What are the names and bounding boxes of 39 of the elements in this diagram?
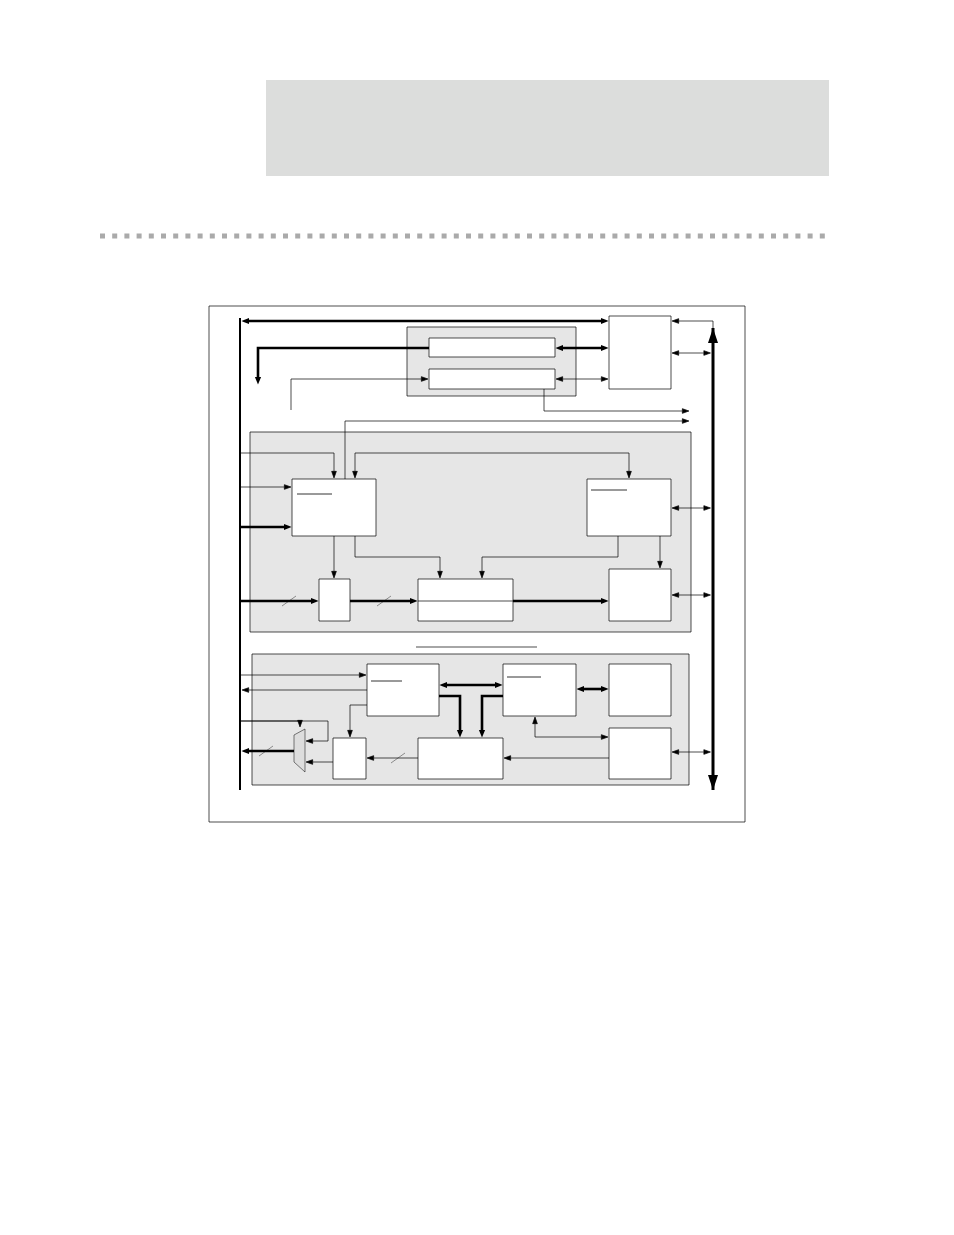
block-box [586, 478, 672, 537]
arrow [354, 535, 443, 579]
block-box [428, 337, 556, 358]
arrow [555, 376, 609, 382]
arrow [543, 388, 690, 414]
multiplexer [293, 728, 306, 773]
block-box [332, 737, 367, 780]
block-box [417, 737, 504, 780]
arrow [331, 535, 337, 579]
arrow [671, 505, 711, 511]
arrow [240, 719, 303, 728]
arrow [671, 592, 711, 598]
arrow [532, 716, 609, 740]
arrow [305, 759, 334, 765]
block-box [608, 315, 672, 390]
arrow [503, 755, 610, 761]
block-box [318, 578, 351, 622]
block-box [608, 727, 672, 780]
block-box [428, 368, 556, 390]
block-box [291, 478, 377, 537]
arrow [290, 376, 429, 411]
block-box [502, 663, 577, 717]
arrow [241, 687, 368, 693]
arrow [479, 535, 619, 579]
arrow [240, 484, 292, 490]
arrow [671, 350, 711, 356]
block-box [608, 663, 672, 717]
arrow [366, 755, 419, 761]
arrow [240, 672, 367, 678]
arrow [240, 452, 337, 479]
block-box [417, 578, 514, 622]
arrow [657, 535, 663, 569]
arrow [352, 452, 632, 479]
arrow [671, 318, 714, 329]
block-box [608, 568, 672, 622]
arrow [344, 418, 690, 480]
arrow [347, 704, 368, 738]
block-box [366, 663, 440, 717]
arrow [671, 749, 711, 755]
